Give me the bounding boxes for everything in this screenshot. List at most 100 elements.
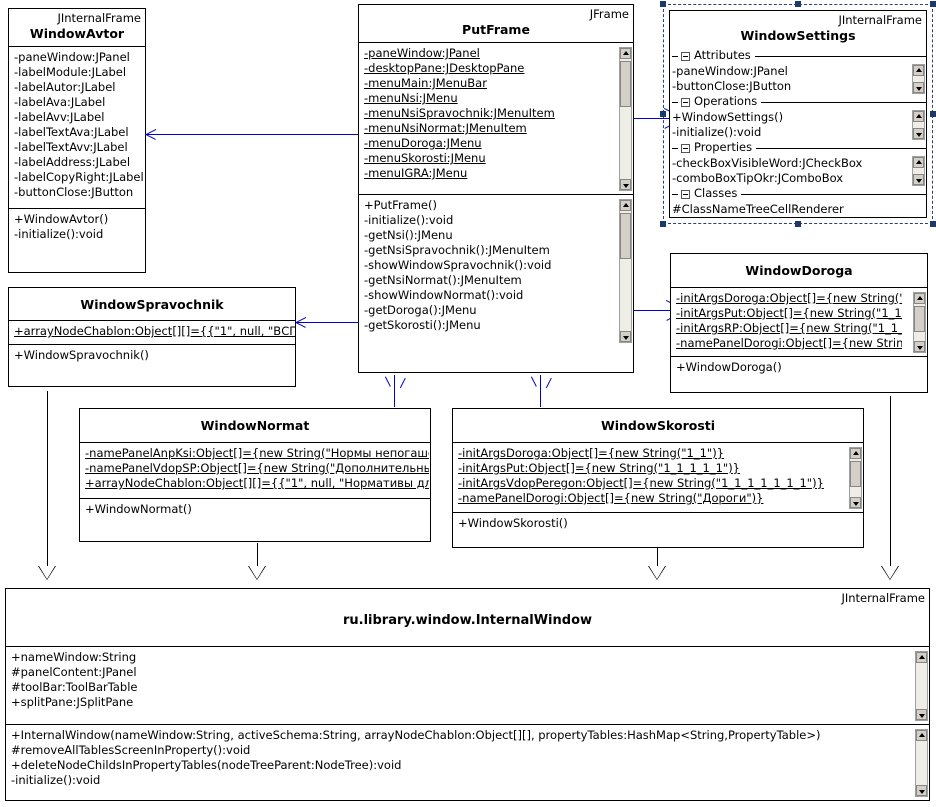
nested-class-row: #ClassNameTreeCellRenderer [672, 202, 844, 216]
class-window-doroga[interactable]: WindowDoroga -initArgsDoroga:Object[]={n… [670, 253, 928, 393]
class-window-spravochnik[interactable]: WindowSpravochnik +arrayNodeChablon:Obje… [8, 287, 296, 387]
collapse-icon[interactable] [681, 143, 690, 153]
selection-handle-bottom-right[interactable] [930, 221, 936, 227]
class-name-label: WindowDoroga [745, 263, 853, 278]
assoc-putframe-windowspravochnik [296, 322, 358, 323]
generalize-skorosti-arrow-fill [649, 566, 665, 579]
operations-compartment: +PutFrame() -initialize():void -getNsi()… [359, 195, 633, 347]
attributes-scrollbar[interactable] [915, 651, 928, 721]
attribute-row: -labelAva:JLabel [14, 95, 106, 109]
scroll-up-icon[interactable] [620, 200, 631, 211]
class-header-window-skorosti: WindowSkorosti [453, 409, 863, 443]
attributes-scrollbar[interactable] [849, 447, 862, 509]
attributes-scrollbar[interactable] [913, 292, 926, 353]
attributes-scrollbar[interactable] [912, 64, 925, 94]
scroll-up-icon[interactable] [913, 111, 924, 122]
class-name-label: WindowAvtor [29, 26, 125, 41]
class-window-skorosti[interactable]: WindowSkorosti -initArgsDoroga:Object[]=… [452, 408, 864, 548]
attribute-row: -initArgsVdopPeregon:Object[]={new Strin… [458, 476, 824, 490]
operations-compartment: +WindowNormat() [80, 499, 430, 520]
scroll-up-icon[interactable] [914, 293, 925, 304]
attribute-row: -initArgsPut:Object[]={new String("1_1_1… [676, 306, 902, 320]
attributes-compartment: -paneWindow:JPanel -desktopPane:JDesktop… [359, 43, 633, 195]
scroll-down-icon[interactable] [620, 179, 631, 190]
attribute-row: -namePanelDorogi:Object[]={new String("Д… [676, 336, 902, 350]
group-rule [754, 55, 926, 57]
scroll-down-icon[interactable] [916, 785, 927, 796]
scroll-up-icon[interactable] [913, 157, 924, 168]
operation-row: -showWindowSpravochnik():void [364, 258, 552, 272]
group-label: Operations [694, 94, 758, 109]
collapse-icon[interactable] [681, 51, 690, 61]
operations-scrollbar[interactable] [912, 110, 925, 140]
class-name-label: WindowSpravochnik [80, 297, 224, 312]
group-attributes: Attributes -paneWindow:JPanel -buttonClo… [670, 48, 926, 94]
group-header-properties[interactable]: Properties [670, 140, 926, 156]
class-header-window-avtor: JInternalFrame WindowAvtor [9, 9, 145, 47]
selection-handle-bottom-left[interactable] [660, 221, 666, 227]
attribute-row: -namePanelAnpKsi:Object[]={new String("Н… [85, 446, 429, 460]
scroll-down-icon[interactable] [913, 82, 924, 93]
group-header-classes[interactable]: Classes [670, 186, 926, 202]
class-window-settings[interactable]: JInternalFrame WindowSettings Attributes… [669, 10, 927, 218]
scroll-down-icon[interactable] [850, 497, 861, 508]
attribute-row: -initArgsDoroga:Object[]={new String("1_… [676, 291, 902, 305]
attribute-row: -labelTextAvv:JLabel [14, 140, 128, 154]
collapse-icon[interactable] [681, 97, 690, 107]
group-header-attributes[interactable]: Attributes [670, 48, 926, 64]
assoc-putframe-windownormat [394, 375, 395, 407]
group-label: Classes [694, 186, 738, 201]
operations-compartment: +InternalWindow(nameWindow:String, activ… [6, 725, 929, 800]
scroll-down-icon[interactable] [913, 174, 924, 185]
selection-handle-top-center[interactable] [795, 1, 801, 7]
attributes-scrollbar[interactable] [619, 47, 632, 191]
scroll-up-icon[interactable] [620, 48, 631, 59]
attribute-row: #panelContent:JPanel [11, 665, 137, 679]
scroll-up-icon[interactable] [850, 448, 861, 459]
selection-handle-top-right[interactable] [930, 1, 936, 7]
selection-handle-bottom-center[interactable] [795, 221, 801, 227]
attribute-row: -paneWindow:JPanel [672, 64, 788, 78]
collapse-icon[interactable] [681, 189, 690, 199]
stereotype-label: JFrame [589, 7, 629, 21]
selection-handle-middle-left[interactable] [660, 111, 666, 117]
class-window-avtor[interactable]: JInternalFrame WindowAvtor -paneWindow:J… [8, 8, 146, 273]
operation-row: -initialize():void [672, 125, 762, 139]
operation-row: +WindowAvtor() [14, 212, 109, 226]
scroll-down-icon[interactable] [620, 331, 631, 342]
class-header-internal-window: JInternalFrame ru.library.window.Interna… [6, 589, 929, 647]
operations-compartment: +WindowSpravochnik() [9, 345, 295, 366]
class-header-window-spravochnik: WindowSpravochnik [9, 288, 295, 321]
properties-scrollbar[interactable] [912, 156, 925, 186]
operation-row: +PutFrame() [364, 198, 437, 212]
operations-scrollbar[interactable] [619, 199, 632, 343]
attribute-row: -buttonClose:JButton [14, 185, 134, 199]
class-put-frame[interactable]: JFrame PutFrame -paneWindow:JPanel -desk… [358, 4, 634, 373]
selection-handle-middle-right[interactable] [930, 111, 936, 117]
operations-scrollbar[interactable] [915, 729, 928, 797]
stereotype-label: JInternalFrame [838, 13, 922, 27]
class-window-normat[interactable]: WindowNormat -namePanelAnpKsi:Object[]={… [79, 408, 431, 542]
attribute-row: -paneWindow:JPanel [14, 50, 130, 64]
scrollbar-thumb[interactable] [620, 61, 631, 107]
attribute-row: -paneWindow:JPanel [364, 46, 480, 60]
operation-row: +WindowNormat() [85, 502, 192, 516]
scrollbar-thumb[interactable] [914, 306, 925, 332]
operations-compartment: +WindowSkorosti() [453, 513, 863, 534]
scroll-down-icon[interactable] [916, 709, 927, 720]
scroll-up-icon[interactable] [916, 730, 927, 741]
operation-row: -showWindowNormat():void [364, 288, 524, 302]
scroll-down-icon[interactable] [914, 341, 925, 352]
selection-handle-top-left[interactable] [660, 1, 666, 7]
scroll-up-icon[interactable] [916, 652, 927, 663]
scrollbar-thumb[interactable] [620, 213, 631, 259]
scrollbar-thumb[interactable] [850, 461, 861, 487]
operation-row: +WindowSettings() [672, 110, 784, 124]
scroll-down-icon[interactable] [913, 128, 924, 139]
group-dash [672, 101, 678, 103]
operation-row: -getNsiNormat():JMenuItem [364, 273, 522, 287]
operation-row: +InternalWindow(nameWindow:String, activ… [11, 728, 821, 742]
scroll-up-icon[interactable] [913, 65, 924, 76]
group-header-operations[interactable]: Operations [670, 94, 926, 110]
class-internal-window[interactable]: JInternalFrame ru.library.window.Interna… [5, 588, 930, 801]
